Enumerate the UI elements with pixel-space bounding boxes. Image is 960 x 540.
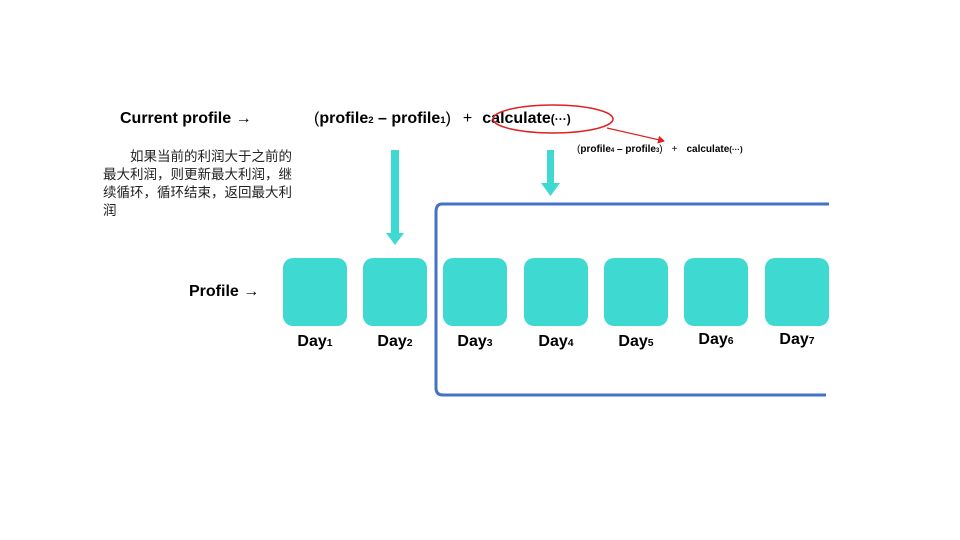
day-label-3: Day3 [457, 333, 493, 350]
day-label-5: Day5 [618, 333, 654, 350]
profile-label: Profile → [189, 283, 260, 300]
expr-term-b: profile [391, 110, 441, 127]
day-label-7: Day7 [779, 331, 815, 348]
expand-arrow [606, 127, 665, 144]
sub-calculate: calculate [686, 144, 730, 155]
day-box-4 [524, 258, 588, 326]
sub-expression: (profile4 – profile3)+calculate(···) [577, 144, 743, 155]
expr-term-b-sub: 1 [440, 115, 446, 126]
sub-plus: + [671, 144, 678, 155]
explanation-note: 如果当前的利润大于之前的最大利润，则更新最大利润，继续循环，循环结束，返回最大利… [103, 149, 292, 219]
main-expression: (profile2 – profile1)+calculate(···) [314, 110, 571, 128]
sub-open-paren: ( [577, 144, 581, 155]
sub-calc-args: (···) [729, 145, 743, 154]
expr-plus: + [462, 110, 473, 127]
expr-calculate: calculate [482, 110, 551, 127]
current-profile-label: Current profile → [120, 110, 252, 127]
sub-term-b: profile [625, 144, 656, 155]
day-box-3 [443, 258, 507, 326]
day-label-4: Day4 [538, 333, 574, 350]
sub-term-a: profile [580, 144, 611, 155]
sub-minus: – [614, 144, 626, 155]
expr-term-a: profile [319, 110, 369, 127]
day-box-7 [765, 258, 829, 326]
day-label-2: Day2 [377, 333, 413, 350]
day-box-6 [684, 258, 748, 326]
expr-open-paren: ( [314, 110, 320, 127]
recursion-bracket [434, 202, 829, 397]
day-box-2 [363, 258, 427, 326]
down-arrow-day3 [541, 150, 560, 196]
day-label-6: Day6 [698, 331, 734, 348]
expr-term-a-sub: 2 [368, 115, 374, 126]
day-box-5 [604, 258, 668, 326]
sub-term-a-sub: 4 [610, 148, 615, 154]
calculate-highlight-ellipse [492, 104, 614, 134]
day-label-1: Day1 [297, 333, 333, 350]
day-box-1 [283, 258, 347, 326]
expr-calc-args: (···) [550, 112, 571, 126]
expr-close-paren: ) [445, 110, 451, 127]
sub-term-b-sub: 3 [655, 148, 660, 154]
down-arrow-day2 [386, 150, 404, 245]
expr-minus: – [373, 110, 392, 127]
sub-close-paren: ) [659, 144, 663, 155]
